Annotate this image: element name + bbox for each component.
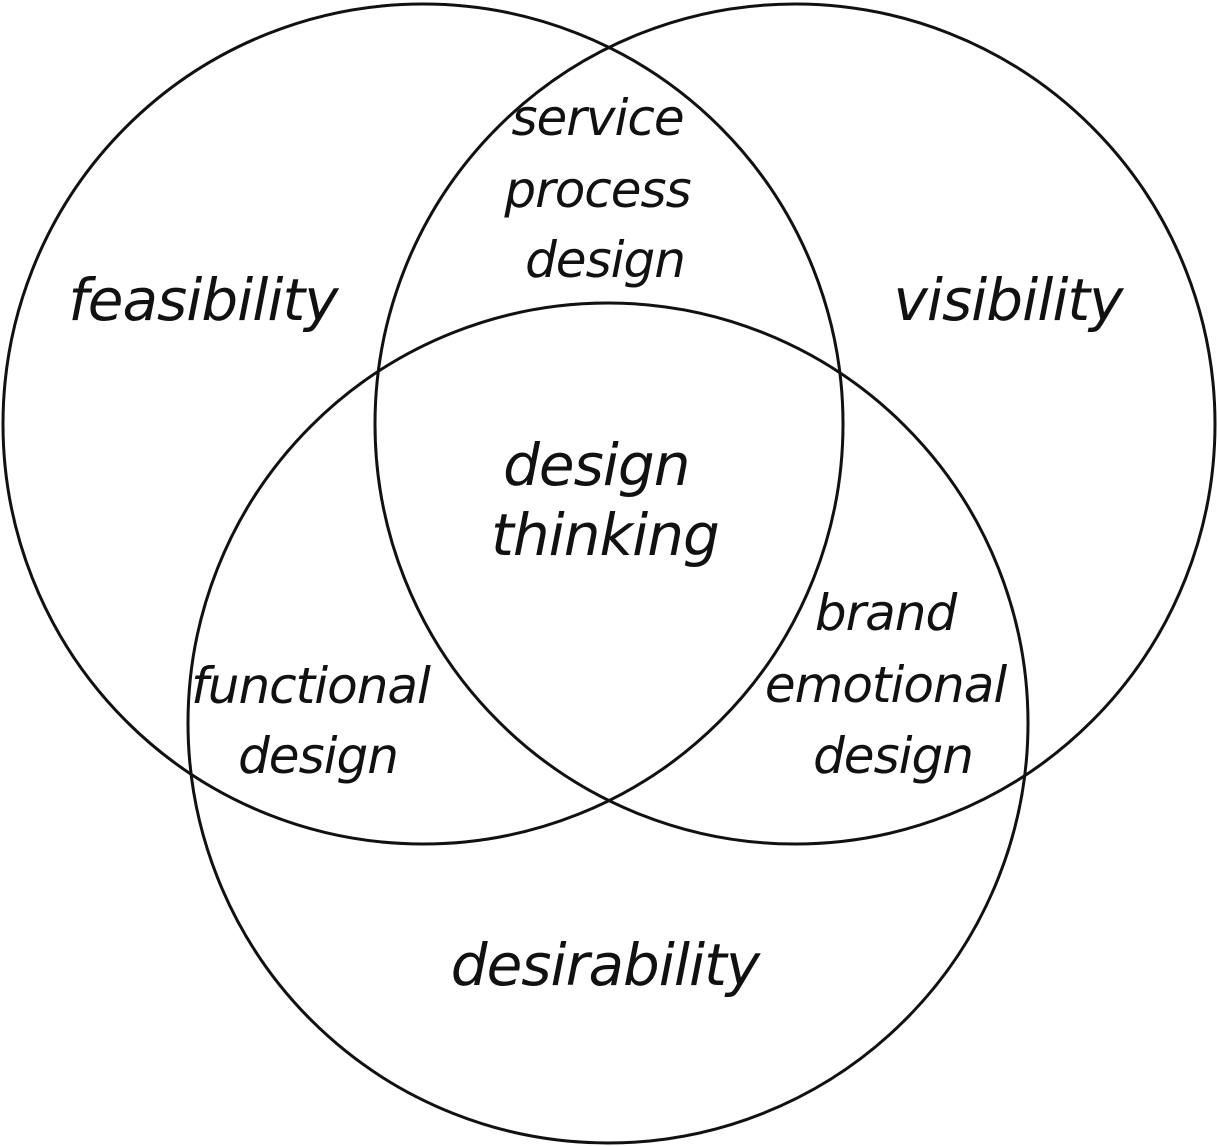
- circle-desirability: [186, 301, 1030, 1145]
- label-design-thinking: design thinking: [491, 431, 719, 569]
- label-feasibility: feasibility: [68, 266, 339, 334]
- label-service-process-design: service process design: [503, 89, 705, 289]
- circle-feasibility: [1, 2, 845, 846]
- label-visibility: visibility: [894, 266, 1125, 334]
- label-brand-emotional-design: brand emotional design: [765, 584, 1021, 785]
- label-functional-design: functional design: [191, 657, 445, 785]
- label-desirability: desirability: [451, 931, 761, 999]
- circle-visibility: [373, 2, 1217, 846]
